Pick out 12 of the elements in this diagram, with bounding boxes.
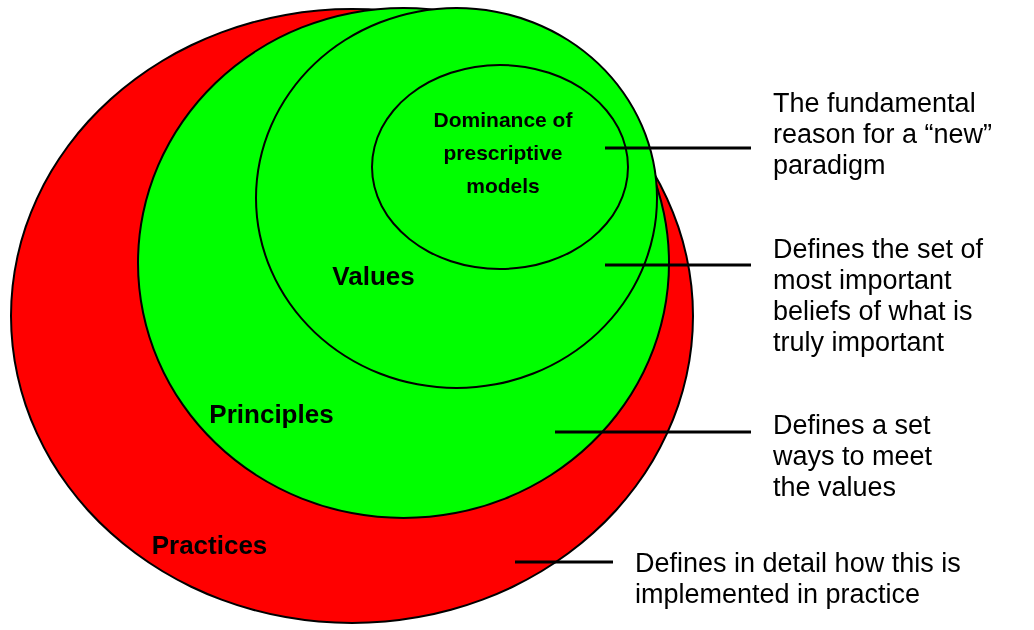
region-label: Principles bbox=[208, 398, 335, 431]
leader-line bbox=[515, 560, 613, 564]
description-text: Defines a set ways to meet the values bbox=[773, 410, 973, 503]
region-label: Values bbox=[331, 259, 416, 293]
description-text: Defines the set of most important beliefs of what is truly important bbox=[773, 234, 1018, 358]
region-label: Practices bbox=[150, 528, 269, 562]
leader-line bbox=[555, 430, 751, 434]
region-label: Dominance of prescriptive models bbox=[432, 107, 574, 199]
description-text: Defines in detail how this is implemented in practice bbox=[635, 548, 1005, 610]
leader-line bbox=[605, 146, 751, 150]
description-text: The fundamental reason for a “new” paradigm bbox=[773, 88, 1034, 181]
leader-line bbox=[605, 263, 751, 267]
